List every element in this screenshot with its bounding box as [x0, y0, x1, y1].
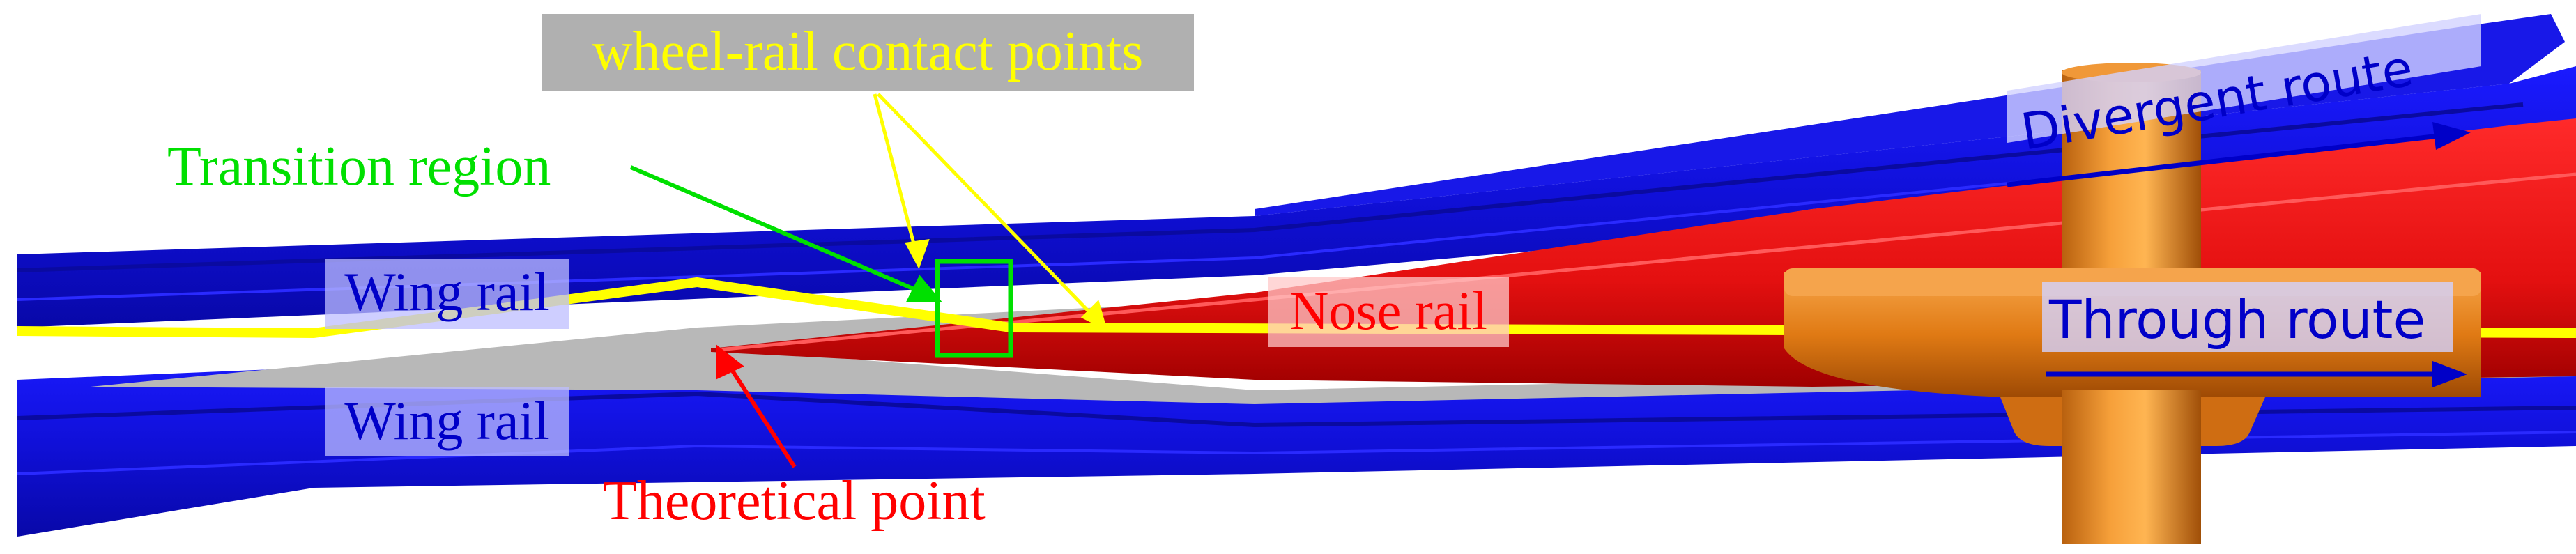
contact-points-label: wheel-rail contact points [542, 14, 1194, 91]
svg-text:Through route: Through route [2048, 288, 2425, 351]
svg-text:wheel-rail contact points: wheel-rail contact points [592, 21, 1144, 82]
contact-point-arrows [873, 93, 1107, 331]
divergent-route-arrow [2007, 122, 2471, 187]
transition-region-arrow [629, 165, 942, 302]
through-route-label: Through route [2042, 282, 2453, 352]
transition-region-box [935, 259, 1013, 358]
svg-text:Wing rail: Wing rail [344, 261, 549, 322]
contact-line [17, 277, 2576, 339]
wing-rail-upper-label: Wing rail [325, 259, 569, 329]
theoretical-point-arrow [716, 344, 797, 468]
svg-text:Wing rail: Wing rail [344, 390, 549, 451]
wing-rail-lower-label: Wing rail [325, 387, 569, 456]
theoretical-point-label: Theoretical point [603, 470, 986, 532]
through-route-arrow [2046, 361, 2467, 387]
svg-text:Nose rail: Nose rail [1289, 280, 1487, 341]
transition-region-label: Transition region [167, 136, 551, 197]
nose-rail-label: Nose rail [1268, 277, 1509, 347]
